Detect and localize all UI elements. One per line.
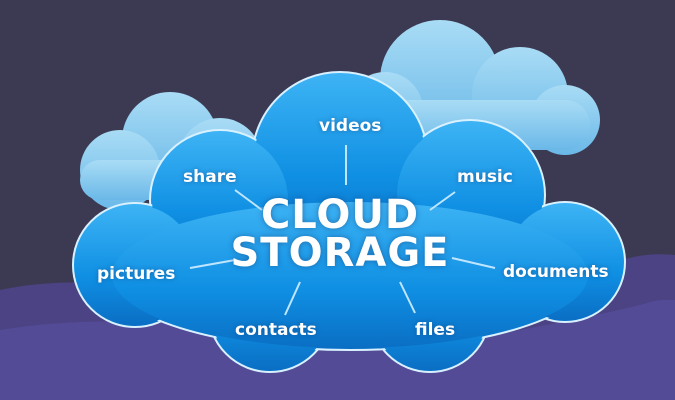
back-cloud-right	[347, 20, 600, 155]
connector-share	[234, 189, 263, 211]
connector-lines	[189, 145, 496, 316]
main-cloud-fill	[75, 74, 623, 370]
connector-documents	[451, 257, 496, 269]
label-videos: videos	[319, 116, 382, 136]
title-line-cloud: CLOUD	[260, 192, 420, 238]
connector-contacts	[284, 281, 301, 316]
label-documents: documents	[503, 262, 609, 282]
label-share: share	[183, 167, 237, 187]
label-contacts: contacts	[235, 320, 317, 340]
connector-music	[429, 191, 456, 211]
title-line-storage: STORAGE	[230, 230, 450, 276]
label-music: music	[457, 167, 513, 187]
connector-pictures	[189, 259, 236, 269]
label-pictures: pictures	[97, 264, 176, 284]
label-files: files	[415, 320, 456, 340]
connector-files	[399, 281, 416, 314]
diagram-title: CLOUD STORAGE	[230, 192, 450, 276]
